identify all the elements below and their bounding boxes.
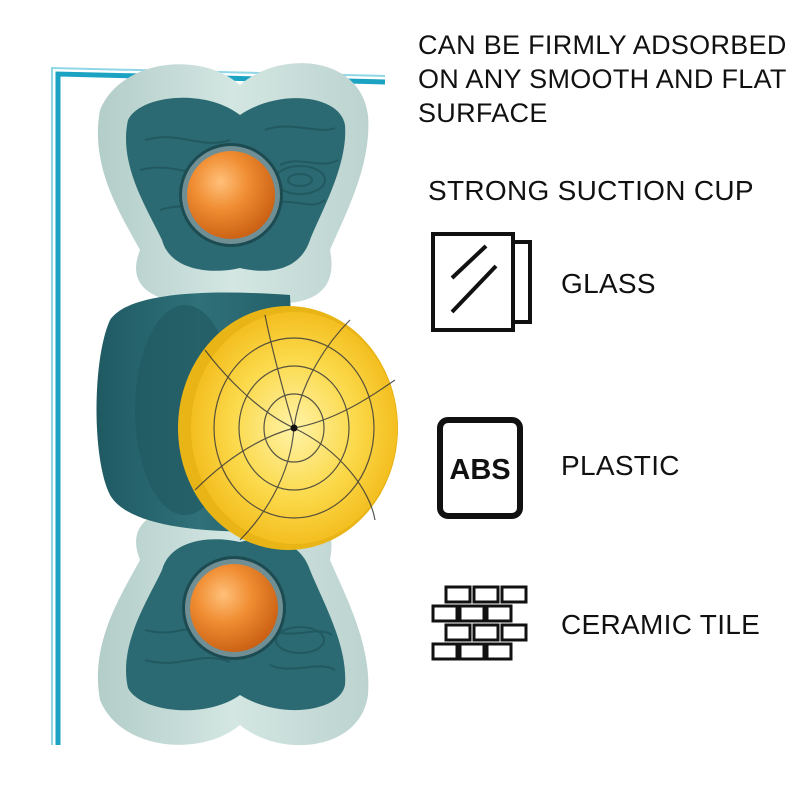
headline-line-3: SURFACE (418, 98, 548, 128)
abs-icon: ABS (437, 417, 523, 519)
material-plastic: ABS PLASTIC (428, 415, 788, 525)
subtitle: STRONG SUCTION CUP (428, 175, 754, 206)
headline-line-2: ON ANY SMOOTH AND FLAT (418, 64, 787, 94)
top-ball (187, 151, 275, 239)
abs-icon-text: ABS (449, 454, 510, 486)
material-ceramic-tile: CERAMIC TILE (428, 582, 788, 692)
bottom-ball (190, 564, 278, 652)
material-label-ceramic-tile: CERAMIC TILE (561, 609, 761, 640)
glass-icon (431, 232, 532, 332)
headline-line-1: CAN BE FIRMLY ADSORBED (418, 30, 787, 60)
material-label-plastic: PLASTIC (561, 450, 680, 481)
material-glass: GLASS (428, 228, 788, 338)
headline: CAN BE FIRMLY ADSORBED ON ANY SMOOTH AND… (418, 28, 798, 130)
material-label-glass: GLASS (561, 268, 656, 299)
brick-wall-icon (431, 585, 528, 661)
suction-cup (178, 306, 398, 550)
